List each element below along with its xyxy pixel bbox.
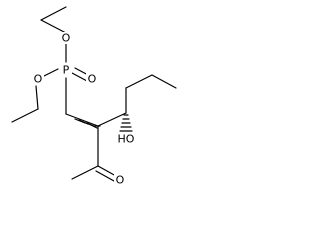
atom-o-ethoxy-top: O [60, 32, 72, 45]
atom-label-hydroxyl: HO [118, 133, 135, 146]
chemical-structure-diagram: O O P O HO O [11, 6, 177, 187]
bond-c-o-double-a [97, 165, 117, 177]
atom-label-o-ethoxy-left: O [34, 73, 43, 86]
bond-p-o-double-b [71, 72, 88, 82]
atom-label-o-phosphoryl: O [88, 73, 97, 86]
atom-o-ethoxy-left: O [32, 73, 44, 86]
atom-hydroxyl: HO [117, 133, 136, 146]
bond-ethyl-top-ch2-o [40, 19, 67, 34]
hashed-wedge-c3 [74, 118, 101, 129]
bond-ethyl-top-ch3-ch2 [40, 6, 67, 21]
bond-carbonyl-methyl [71, 165, 99, 180]
atom-label-o-ketone: O [116, 174, 125, 187]
atom-phosphorus: P [60, 63, 72, 77]
skeletal-bonds [11, 6, 177, 182]
atom-label-o-ethoxy-top: O [62, 32, 71, 45]
bond-c6-c7 [151, 74, 177, 89]
bond-c3-c4 [97, 112, 127, 127]
bond-p-o-left [43, 68, 59, 77]
hashed-wedge-c4-hydroxyl [119, 114, 133, 132]
bond-ethyl-left-ch2-ch3 [11, 108, 39, 123]
bond-c5-c6 [125, 74, 153, 89]
bond-o-left-ch2 [35, 85, 39, 110]
bond-ch2-c3 [65, 113, 99, 127]
bond-c-o-double-b [95, 170, 115, 182]
atom-o-phosphoryl: O [86, 73, 98, 86]
atom-label-phosphorus: P [63, 64, 70, 77]
atom-o-ketone: O [114, 174, 126, 187]
